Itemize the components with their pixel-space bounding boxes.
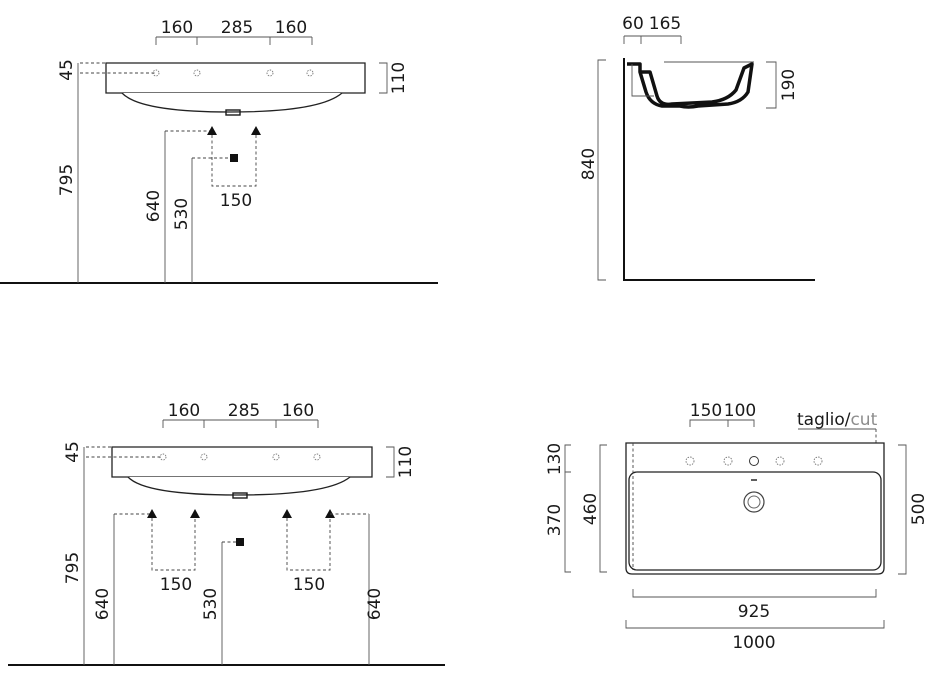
dim-inner-width: 925 — [738, 602, 770, 622]
dim-width-right: 160 — [282, 401, 314, 421]
basin-plan-outline — [625, 442, 885, 575]
dim-rim-offset: 45 — [57, 59, 77, 81]
dim-total-width: 1000 — [732, 633, 775, 653]
hot-supply-icon — [147, 509, 157, 518]
dim-total-depth: 500 — [909, 493, 928, 525]
tap-hole — [775, 456, 785, 466]
tap-hole — [813, 456, 823, 466]
basin-side-profile — [627, 62, 754, 109]
dim-hot-cold-height: 640 — [144, 190, 164, 222]
dim-left-spacing: 150 — [160, 575, 192, 595]
basin-front-body — [111, 446, 373, 478]
basin-front-bowl — [127, 476, 351, 496]
dim-inner-depth: 460 — [581, 493, 601, 525]
dim-rim-offset: 45 — [63, 441, 83, 463]
dim-width-middle: 285 — [221, 18, 253, 38]
drain-outlet — [232, 492, 248, 499]
drain-icon — [743, 491, 765, 513]
dim-drain-height: 530 — [201, 588, 221, 620]
tap-hole — [723, 456, 733, 466]
dim-width-left: 160 — [168, 401, 200, 421]
cold-supply-icon — [325, 509, 335, 518]
dim-left-supply-height: 640 — [93, 588, 113, 620]
dim-install-height: 795 — [57, 164, 77, 196]
dim-bowl-depth: 190 — [779, 69, 799, 101]
basin-plan-bowl — [628, 471, 882, 571]
dim-width-left: 160 — [161, 18, 193, 38]
dim-thickness: 110 — [396, 446, 416, 478]
tap-hole-main — [749, 456, 759, 466]
dim-bowl-depth: 370 — [545, 504, 565, 536]
cut-label: taglio/cut — [797, 410, 878, 430]
drain-point-icon — [230, 154, 238, 162]
front-view-top: 160 285 160 45 795 110 150 640 530 — [0, 18, 438, 284]
hot-supply-icon — [207, 126, 217, 135]
tap-hole — [266, 69, 274, 77]
dim-hole-spacing-a: 150 — [690, 401, 722, 421]
cold-supply-icon — [190, 509, 200, 518]
dim-wall-offset: 60 — [622, 14, 644, 34]
drain-point-icon — [236, 538, 244, 546]
tap-hole — [313, 453, 321, 461]
tap-hole — [200, 453, 208, 461]
cold-supply-icon — [251, 126, 261, 135]
plan-view: 150 100 taglio/cut 130 370 460 500 925 1… — [545, 401, 928, 653]
dim-width-right: 160 — [275, 18, 307, 38]
dim-back-depth: 130 — [545, 443, 565, 475]
dim-width-middle: 285 — [228, 401, 260, 421]
wall-and-floor — [623, 58, 815, 281]
dim-right-spacing: 150 — [293, 575, 325, 595]
dim-supply-spacing: 150 — [220, 191, 252, 211]
dim-depth-to-hole: 165 — [649, 14, 681, 34]
tap-hole — [193, 69, 201, 77]
hot-supply-icon — [282, 509, 292, 518]
dim-right-supply-height: 640 — [365, 588, 385, 620]
tap-hole — [272, 453, 280, 461]
dim-total-height: 840 — [579, 148, 599, 180]
tap-hole — [306, 69, 314, 77]
basin-front-bowl — [121, 92, 343, 113]
drain-outlet — [225, 109, 241, 116]
basin-front-body — [105, 62, 366, 94]
dim-install-height: 795 — [63, 552, 83, 584]
tap-hole — [685, 456, 695, 466]
dim-thickness: 110 — [389, 62, 409, 94]
dim-hole-spacing-b: 100 — [724, 401, 756, 421]
side-view: 60 165 190 840 — [579, 14, 815, 281]
front-view-bottom: 160 285 160 45 795 110 150 640 530 150 — [8, 401, 445, 666]
dim-drain-height: 530 — [172, 198, 192, 230]
